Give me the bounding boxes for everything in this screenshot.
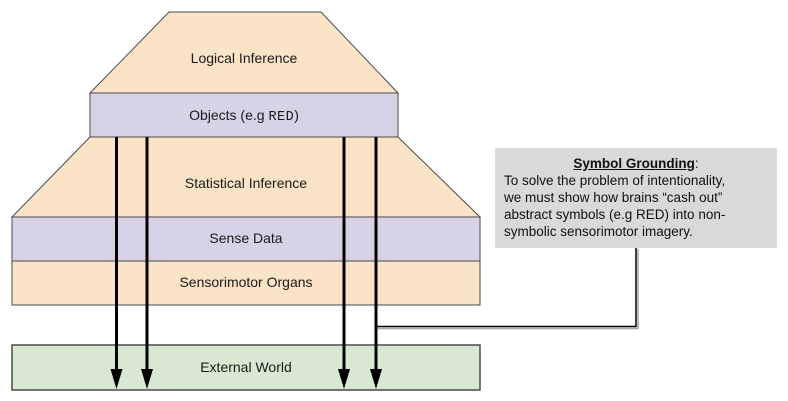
grounding-arrow-1: [110, 137, 123, 389]
callout-body-line: we must show how brains “cash out”: [504, 190, 723, 205]
objects-label-prefix: Objects (e.g: [189, 107, 269, 123]
sensorimotor-organs-bar: [11, 260, 481, 306]
external-world-bar: [11, 344, 481, 391]
arrow-head-icon: [141, 369, 153, 389]
callout-body-line: To solve the problem of intentionality,: [504, 173, 726, 188]
arrow-head-icon: [370, 369, 382, 389]
grounding-arrow-4: [370, 137, 382, 389]
callout-connector-shadow: [378, 249, 639, 330]
objects-label-red-symbol: RED: [268, 110, 295, 125]
callout-title-colon: :: [694, 156, 699, 171]
callout-body-line: abstract symbols (e.g RED) into non-: [504, 207, 726, 222]
objects-label-suffix: ): [294, 107, 299, 123]
sensorimotor-organs-label: Sensorimotor Organs: [179, 274, 313, 290]
symbol-grounding-callout: Symbol Grounding: To solve the problem o…: [495, 148, 777, 248]
callout-connector-line: [376, 248, 637, 328]
callout-body-line: symbolic sensorimotor imagery.: [504, 224, 693, 239]
statistical-inference-label: Statistical Inference: [184, 175, 308, 191]
objects-label: Objects (e.g RED): [90, 107, 398, 126]
callout-title-text: Symbol Grounding: [573, 156, 695, 171]
arrow-head-icon: [110, 369, 123, 389]
sense-data-label: Sense Data: [209, 230, 283, 246]
logical-inference-label: Logical Inference: [190, 50, 298, 66]
arrow-head-icon: [338, 369, 350, 389]
external-world-label: External World: [200, 359, 292, 375]
grounding-arrow-3: [338, 137, 350, 389]
grounding-arrow-2: [141, 137, 153, 389]
objects-layer-bar: [89, 92, 399, 138]
callout-title: Symbol Grounding:: [504, 155, 768, 172]
